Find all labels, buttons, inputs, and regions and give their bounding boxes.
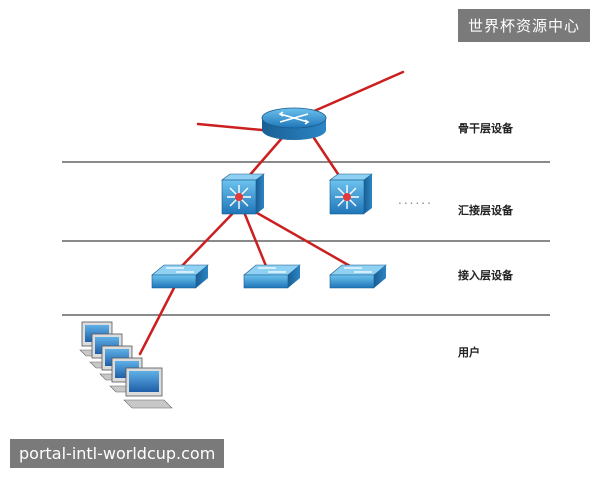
link-agg1-to-access1 xyxy=(176,208,238,272)
more-devices-ellipsis: ...... xyxy=(398,193,433,207)
link-router-to-agg2 xyxy=(312,136,340,176)
layer-label-aggregation: 汇接层设备 xyxy=(458,204,513,217)
layer3-switch-icon-2 xyxy=(329,173,373,215)
layer-label-users: 用户 xyxy=(458,346,480,359)
link-router-uplink-left xyxy=(196,122,274,133)
workgroup-switch-icon xyxy=(151,264,209,289)
links xyxy=(138,70,405,356)
layer-label-core: 骨干层设备 xyxy=(458,122,513,135)
workgroup-switch-icon-3 xyxy=(329,264,387,289)
link-access1-to-users xyxy=(138,282,178,356)
layer3-switch-icon xyxy=(221,173,265,215)
link-agg1-to-access3 xyxy=(250,208,352,268)
pc-icons xyxy=(79,321,173,409)
link-agg1-to-access2 xyxy=(242,210,268,268)
pc-icon xyxy=(123,367,173,409)
router-icon xyxy=(261,107,327,140)
layer-label-access: 接入层设备 xyxy=(458,269,513,282)
link-router-uplink-right xyxy=(310,70,405,114)
workgroup-switch-icon-2 xyxy=(243,264,301,289)
watermark-top-right: 世界杯资源中心 xyxy=(457,9,590,42)
watermark-bottom-left: portal-intl-worldcup.com xyxy=(10,439,225,468)
